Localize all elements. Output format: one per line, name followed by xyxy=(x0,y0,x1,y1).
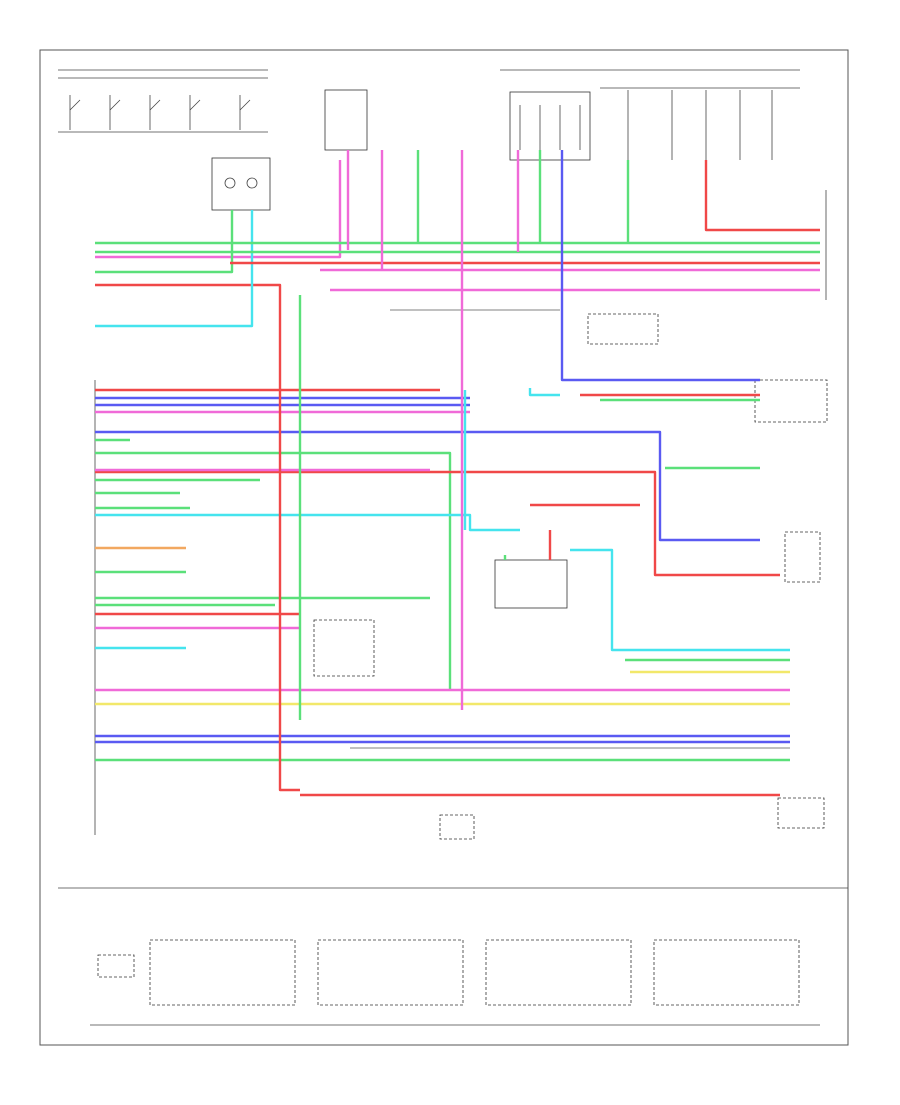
green-wire xyxy=(95,210,234,274)
red-wire xyxy=(95,470,780,577)
module-right-lower xyxy=(754,379,828,423)
top-left-switch-group xyxy=(58,69,268,133)
wire-group xyxy=(95,150,820,797)
pink-wire xyxy=(95,160,342,259)
relay-box-left xyxy=(211,157,271,211)
cyan-wire xyxy=(528,388,560,397)
fuse-ladder-top-right xyxy=(627,90,773,160)
cyan-wire xyxy=(95,513,520,532)
connector-bottom-center xyxy=(439,814,475,840)
module-center-lower xyxy=(494,559,568,609)
sensor-module-right xyxy=(784,531,821,583)
blue-wire xyxy=(560,150,760,382)
cyan-wire xyxy=(570,548,790,652)
relay-module-top-right xyxy=(509,91,591,161)
switch-module-center xyxy=(313,619,375,677)
diagram-frame xyxy=(39,49,849,1046)
bottom-left-sensor xyxy=(97,954,135,978)
fuse-box-top xyxy=(324,89,368,151)
red-wire xyxy=(704,160,820,232)
red-wire xyxy=(95,283,300,792)
blue-wire xyxy=(95,430,760,542)
green-wire xyxy=(95,451,452,690)
module-bottom-right xyxy=(777,797,825,829)
cyan-wire xyxy=(95,210,254,328)
bottom-connector-boxes xyxy=(149,939,800,1006)
module-right-mid xyxy=(587,313,659,345)
